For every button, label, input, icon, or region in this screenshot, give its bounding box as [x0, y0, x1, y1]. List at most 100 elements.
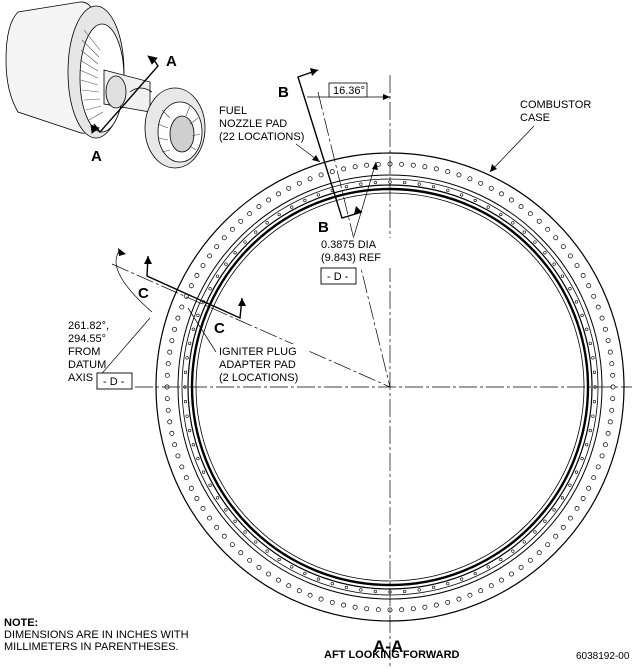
flange-bolt-hole: [522, 230, 526, 234]
flange-bolt-hole: [344, 185, 349, 189]
flange-bolt-hole: [543, 519, 547, 523]
flange-bolt-hole: [167, 419, 173, 425]
flange-bolt-hole: [247, 557, 253, 563]
flange-bolt-hole: [580, 313, 584, 317]
flange-bolt-hole: [518, 204, 524, 210]
engine-isometric-sketch: [5, 1, 206, 169]
flange-bolt-hole: [266, 197, 271, 203]
flange-bolt-hole: [243, 530, 247, 534]
datum-angle-line-1: 261.82°,: [68, 320, 109, 332]
flange-bolt-hole: [364, 606, 370, 612]
flange-bolt-hole: [296, 588, 302, 594]
flange-bolt-hole: [276, 577, 281, 583]
flange-bolt-hole: [185, 414, 189, 418]
flange-bolt-hole: [509, 571, 514, 577]
flange-bolt-hole: [201, 470, 206, 474]
flange-bolt-hole: [191, 327, 195, 331]
flange-bolt-hole: [359, 182, 363, 186]
flange-bolt-hole: [215, 274, 220, 278]
flange-bolt-hole: [486, 565, 490, 569]
flange-bolt-hole: [256, 204, 262, 210]
flange-bolt-hole: [460, 193, 464, 197]
arrow-head: [372, 162, 378, 170]
note-line-1: DIMENSIONS ARE IN INCHES WITH: [4, 629, 189, 641]
flange-bolt-hole: [167, 349, 173, 355]
flange-bolt-hole: [560, 524, 566, 530]
flange-bolt-hole: [478, 588, 484, 594]
flange-bolt-hole: [286, 185, 292, 191]
flange-bolt-hole: [410, 162, 416, 168]
datum-angle-line-2: 294.55°: [68, 333, 106, 345]
flange-bolt-hole: [341, 602, 347, 608]
flange-bolt-hole: [574, 470, 579, 474]
flange-bolt-hole: [591, 475, 597, 481]
flange-bolt-hole: [399, 161, 405, 167]
flange-bolt-hole: [399, 607, 405, 613]
hole-dia-line-1: 0.3875 DIA: [321, 239, 377, 251]
flange-bolt-hole: [169, 338, 175, 344]
arrow-head: [490, 164, 497, 172]
flange-bolt-hole: [388, 180, 392, 184]
hole-dia-line-2: (9.843) REF: [321, 252, 381, 264]
flange-bolt-hole: [488, 185, 494, 191]
flange-bolt-hole: [609, 407, 615, 413]
flange-bolt-hole: [607, 349, 613, 355]
flange-bolt-hole: [194, 273, 200, 278]
section-a-marker-top: A: [166, 53, 177, 70]
flange-bolt-hole: [473, 571, 477, 576]
flange-bolt-hole: [286, 583, 292, 589]
datum-d-label: - D -: [327, 271, 349, 283]
flange-bolt-hole: [169, 430, 175, 436]
flange-bolt-hole: [238, 550, 244, 556]
flange-bolt-hole: [499, 577, 504, 583]
flange-bolt-hole: [610, 396, 616, 402]
flange-bolt-hole: [256, 564, 262, 570]
flange-bolt-hole: [431, 185, 436, 189]
flange-bolt-hole: [303, 571, 307, 576]
section-c-cutting-plane: [146, 255, 243, 320]
flange-bolt-hole: [568, 287, 572, 291]
datum-angle-line-5: AXIS: [68, 372, 93, 384]
flange-bolt-hole: [233, 519, 237, 523]
flange-bolt-hole: [265, 221, 269, 225]
flange-bolt-hole: [511, 549, 515, 553]
flange-bolt-hole: [214, 244, 220, 250]
arrow-head: [383, 94, 390, 100]
fuel-nozzle-pad-line-3: (22 LOCATIONS): [219, 131, 304, 143]
datum-angle-arc: [115, 249, 153, 313]
flange-bolt-hole: [352, 164, 358, 170]
flange-bolt-hole: [344, 585, 349, 589]
flange-bolt-hole: [352, 604, 358, 610]
flange-bolt-hole: [277, 557, 281, 562]
datum-d-box-left: [96, 372, 133, 390]
flange-bolt-hole: [188, 341, 192, 346]
flange-bolt-hole: [574, 506, 580, 511]
combustor-case-callout: COMBUSTOR CASE: [520, 99, 591, 124]
flange-bolt-hole: [316, 577, 320, 581]
flange-bolt-hole: [509, 197, 514, 203]
flange-bolt-hole: [595, 464, 601, 470]
igniter-plug-callout: IGNITER PLUG ADAPTER PAD (2 LOCATIONS): [216, 344, 308, 384]
flange-bolt-hole: [422, 604, 428, 610]
flange-bolt-hole: [543, 251, 547, 255]
flange-bolt-hole: [183, 400, 188, 404]
flange-bolt-hole: [175, 315, 181, 321]
section-b-marker-top: B: [278, 84, 289, 101]
flange-bolt-hole: [221, 235, 227, 241]
flange-bolt-hole: [410, 606, 416, 612]
flange-bolt-hole: [605, 430, 611, 436]
flange-bolt-hole: [460, 577, 464, 581]
igniter-plug-line-2: ADAPTER PAD: [219, 359, 296, 371]
flange-bolt-hole: [599, 453, 605, 459]
datum-angle-callout: 261.82°, 294.55° FROM DATUM AXIS - D -: [68, 320, 133, 390]
fuel-nozzle-pad-callout: FUEL NOZZLE PAD (22 LOCATIONS): [219, 105, 304, 143]
flange-bolt-hole: [243, 240, 247, 244]
flange-bolt-hole: [224, 508, 228, 512]
flange-bolt-hole: [208, 287, 212, 291]
flange-bolt-hole: [499, 191, 504, 197]
flange-bolt-hole: [318, 596, 324, 602]
flange-bolt-hole: [567, 253, 573, 259]
flange-bolt-hole: [446, 188, 450, 192]
flange-bolt-hole: [207, 253, 213, 259]
